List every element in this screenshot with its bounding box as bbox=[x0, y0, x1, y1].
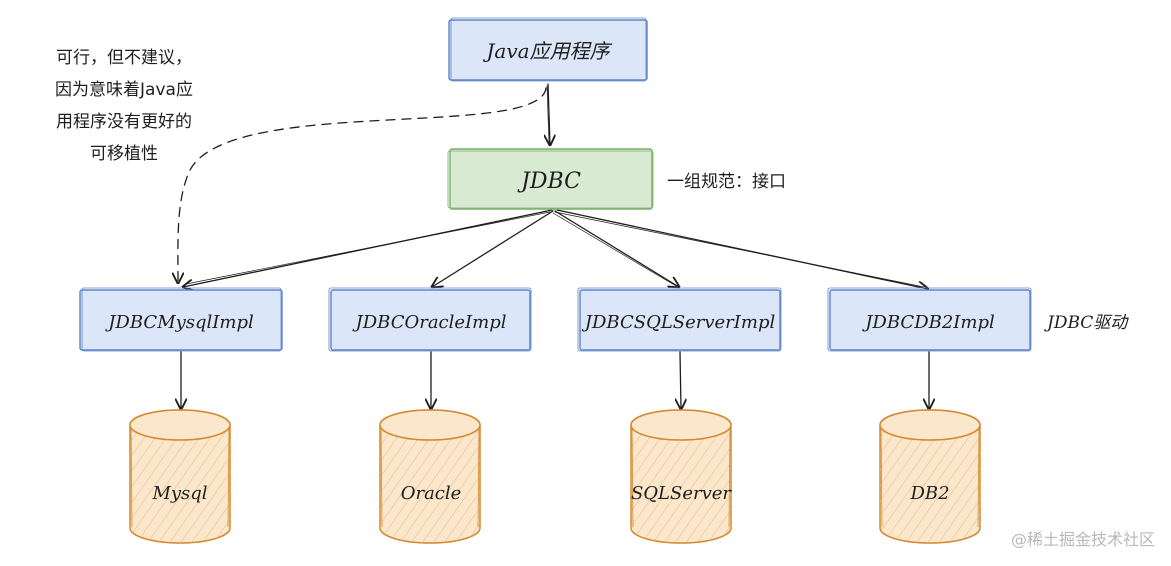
node-jdbc-sqlserver-impl-label: JDBCSQLServerImpl bbox=[581, 312, 776, 333]
arrow-jdbc-to-sqlserver-impl-sketch bbox=[552, 212, 677, 287]
jdbc-driver-note: JDBC驱动 bbox=[1044, 313, 1129, 333]
dashed-arrow-app-to-mysql-impl bbox=[178, 87, 547, 283]
node-jdbc-oracle-impl: JDBCOracleImpl bbox=[328, 287, 532, 352]
arrow-jdbc-to-db2-impl bbox=[556, 209, 928, 289]
node-jdbc-db2-impl-label: JDBCDB2Impl bbox=[861, 312, 995, 333]
node-jdbc-mysql-impl: JDBCMysqlImpl bbox=[79, 287, 283, 352]
db-oracle: Oracle bbox=[379, 409, 481, 544]
db-oracle-label: Oracle bbox=[401, 483, 462, 504]
arrow-sqlserver-impl-to-db bbox=[680, 351, 681, 409]
arrow-jdbc-to-mysql-impl bbox=[183, 209, 553, 287]
jdbc-spec-note: 一组规范：接口 bbox=[667, 172, 786, 192]
arrow-jdbc-to-oracle-impl bbox=[432, 210, 554, 287]
node-jdbc-oracle-impl-label: JDBCOracleImpl bbox=[351, 312, 506, 333]
arrow-app-to-jdbc-sketch bbox=[546, 85, 550, 144]
arrow-app-to-jdbc bbox=[548, 83, 550, 145]
db-db2: DB2 bbox=[879, 409, 981, 544]
node-jdbc-mysql-impl-label: JDBCMysqlImpl bbox=[104, 312, 254, 333]
portability-note-line-1: 可行，但不建议， bbox=[56, 48, 192, 68]
db-sqlserver: SQLServer bbox=[630, 409, 732, 544]
db-mysql: Mysql bbox=[129, 409, 231, 544]
db-sqlserver-label: SQLServer bbox=[631, 483, 732, 504]
node-jdbc-db2-impl: JDBCDB2Impl bbox=[827, 287, 1032, 352]
watermark: @稀土掘金技术社区 bbox=[1011, 530, 1155, 549]
arrow-jdbc-to-sqlserver-impl bbox=[554, 210, 679, 287]
portability-note-line-3: 用程序没有更好的 bbox=[56, 112, 192, 132]
node-jdbc: JDBC bbox=[447, 148, 654, 210]
node-jdbc-label: JDBC bbox=[517, 169, 581, 194]
node-jdbc-sqlserver-impl: JDBCSQLServerImpl bbox=[577, 287, 782, 352]
node-java-app-label: Java应用程序 bbox=[482, 39, 612, 63]
portability-note-line-2: 因为意味着Java应 bbox=[55, 80, 193, 100]
arrow-jdbc-to-db2-impl-sketch bbox=[554, 211, 925, 288]
portability-note: 可行，但不建议， 因为意味着Java应 用程序没有更好的 可移植性 bbox=[55, 48, 193, 164]
portability-note-line-4: 可移植性 bbox=[90, 144, 158, 164]
db-mysql-label: Mysql bbox=[151, 483, 207, 504]
db-db2-label: DB2 bbox=[909, 483, 949, 504]
node-java-app: Java应用程序 bbox=[448, 17, 648, 82]
arrow-jdbc-to-mysql-impl-sketch bbox=[185, 211, 551, 285]
